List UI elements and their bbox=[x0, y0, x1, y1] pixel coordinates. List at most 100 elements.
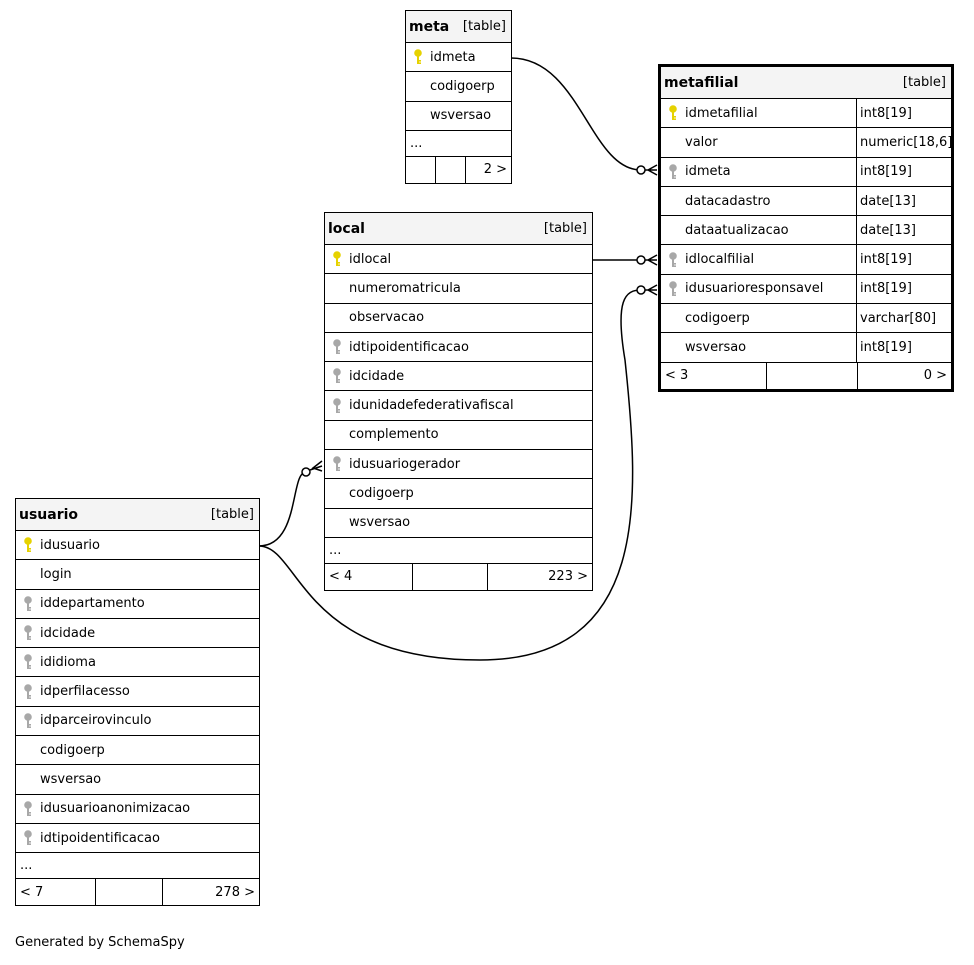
column-row[interactable]: iddepartamento bbox=[16, 590, 259, 619]
table-footer: < 3 0 > bbox=[661, 362, 951, 389]
column-row[interactable]: idunidadefederativafiscal bbox=[325, 391, 592, 421]
children-count: 2 > bbox=[483, 162, 507, 178]
parents-count bbox=[406, 156, 436, 183]
foreign-key-icon bbox=[16, 648, 40, 676]
column-row[interactable]: idusuario bbox=[16, 531, 259, 561]
table-name: local bbox=[328, 220, 365, 237]
table-type: [table] bbox=[462, 19, 506, 34]
crow-foot bbox=[645, 284, 658, 296]
column-row[interactable]: idtipoidentificacao bbox=[16, 824, 259, 854]
table-type: [table] bbox=[210, 507, 254, 522]
column-name: idlocalfilial bbox=[685, 252, 755, 268]
optional-circle bbox=[301, 467, 311, 477]
column-name: wsversao bbox=[40, 772, 102, 788]
column-row[interactable]: complemento bbox=[325, 421, 592, 451]
footer-spacer bbox=[436, 156, 466, 183]
key-placeholder bbox=[406, 72, 430, 100]
column-row[interactable]: idcidade bbox=[16, 619, 259, 649]
column-name: idusuariogerador bbox=[349, 456, 461, 472]
column-name: codigoerp bbox=[430, 78, 495, 94]
foreign-key-icon bbox=[325, 450, 349, 478]
column-row[interactable]: numeromatricula bbox=[325, 274, 592, 304]
key-placeholder bbox=[16, 560, 40, 588]
column-name: idcidade bbox=[349, 368, 405, 384]
more-columns: ... bbox=[16, 853, 259, 880]
column-row[interactable]: idparceirovinculo bbox=[16, 707, 259, 737]
foreign-key-icon bbox=[16, 824, 40, 852]
table-header: meta [table] bbox=[406, 11, 511, 43]
optional-circle bbox=[636, 285, 646, 295]
more-columns: ... bbox=[325, 538, 592, 564]
footer-spacer bbox=[767, 362, 858, 389]
column-name: wsversao bbox=[685, 340, 747, 356]
column-row[interactable]: idlocal bbox=[325, 245, 592, 275]
foreign-key-icon bbox=[325, 362, 349, 390]
children-count: 223 > bbox=[548, 569, 588, 585]
table-name: meta bbox=[409, 18, 450, 35]
column-row[interactable]: wsversao int8[19] bbox=[661, 333, 951, 363]
table-header: metafilial [table] bbox=[661, 67, 951, 99]
column-name: idusuarioanonimizacao bbox=[40, 801, 191, 817]
column-row[interactable]: codigoerp bbox=[325, 479, 592, 509]
key-placeholder bbox=[661, 304, 685, 332]
relation-meta-metafilial bbox=[510, 57, 642, 171]
column-row[interactable]: idtipoidentificacao bbox=[325, 333, 592, 363]
column-row[interactable]: codigoerp bbox=[406, 72, 511, 102]
primary-key-icon bbox=[325, 245, 349, 273]
crow-foot bbox=[645, 254, 658, 266]
column-row[interactable]: codigoerp bbox=[16, 736, 259, 766]
column-row[interactable]: idusuarioanonimizacao bbox=[16, 795, 259, 824]
column-row[interactable]: idusuariogerador bbox=[325, 450, 592, 480]
column-row[interactable]: observacao bbox=[325, 304, 592, 333]
parents-count: < 7 bbox=[16, 879, 96, 906]
foreign-key-icon bbox=[16, 619, 40, 647]
column-name: iddepartamento bbox=[40, 596, 145, 612]
column-name: codigoerp bbox=[685, 310, 750, 326]
optional-circle bbox=[636, 255, 646, 265]
column-row[interactable]: wsversao bbox=[325, 509, 592, 538]
column-name: observacao bbox=[349, 310, 425, 326]
column-name: valor bbox=[685, 134, 718, 150]
optional-circle bbox=[636, 165, 646, 175]
column-name: idmeta bbox=[685, 164, 731, 180]
column-row[interactable]: idcidade bbox=[325, 362, 592, 392]
column-type: int8[19] bbox=[856, 99, 951, 128]
column-row[interactable]: login bbox=[16, 560, 259, 590]
generated-by-label: Generated by SchemaSpy bbox=[15, 935, 185, 950]
column-row[interactable]: idmeta int8[19] bbox=[661, 157, 951, 187]
foreign-key-icon bbox=[325, 391, 349, 419]
table-footer: < 7 278 > bbox=[16, 879, 259, 906]
column-row[interactable]: idmeta bbox=[406, 43, 511, 73]
column-type: date[13] bbox=[856, 186, 951, 216]
key-placeholder bbox=[661, 128, 685, 156]
key-placeholder bbox=[325, 509, 349, 537]
column-row[interactable]: ididioma bbox=[16, 648, 259, 678]
column-type: int8[19] bbox=[856, 333, 951, 362]
column-row[interactable]: wsversao bbox=[406, 102, 511, 131]
column-name: idmeta bbox=[430, 49, 476, 65]
key-placeholder bbox=[325, 479, 349, 507]
key-placeholder bbox=[661, 187, 685, 215]
key-placeholder bbox=[325, 304, 349, 332]
table-type: [table] bbox=[902, 75, 946, 90]
table-footer: < 4 223 > bbox=[325, 563, 592, 590]
column-name: dataatualizacao bbox=[685, 222, 789, 238]
column-type: int8[19] bbox=[856, 157, 951, 186]
crow-foot bbox=[309, 460, 323, 472]
column-row[interactable]: idperfilacesso bbox=[16, 677, 259, 707]
children-count: 0 > bbox=[923, 368, 947, 384]
parents-count: < 3 bbox=[661, 362, 767, 389]
parents-count: < 4 bbox=[325, 563, 413, 590]
column-row[interactable]: wsversao bbox=[16, 765, 259, 795]
